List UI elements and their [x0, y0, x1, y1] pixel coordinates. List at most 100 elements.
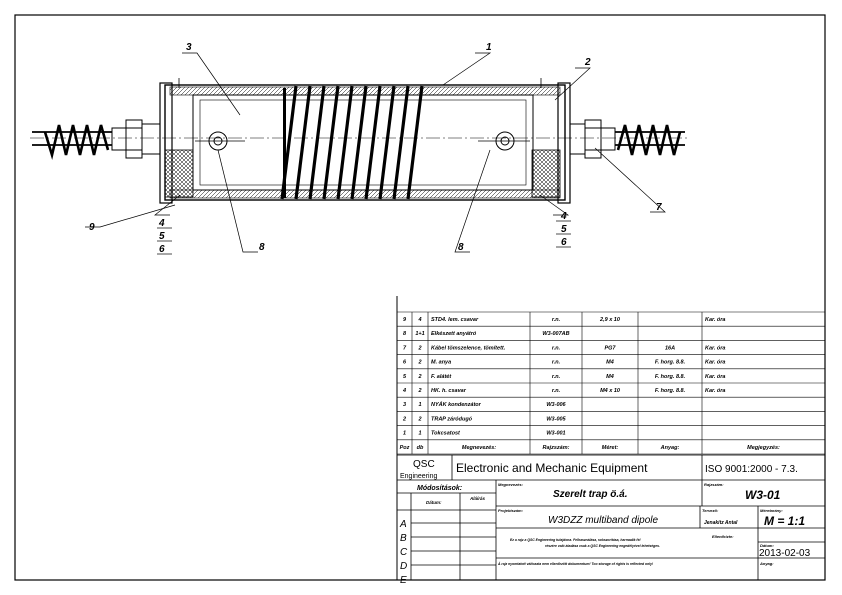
bom-cell-ref: W3-005: [546, 416, 566, 422]
bom-cell-name: Tokcsatost: [431, 431, 461, 437]
bom-header-ref: Rajzszám:: [543, 445, 570, 451]
bom-cell-qty: 1: [418, 402, 421, 408]
bom-cell-note: Kar. óra: [705, 345, 725, 351]
callout-4-left: 4: [158, 218, 165, 229]
bom-cell-ref: W3-006: [546, 402, 566, 408]
bom-header-qty: db: [417, 445, 424, 451]
callout-1: 1: [486, 42, 492, 53]
callout-6-right: 6: [561, 237, 567, 248]
bom-cell-pos: 2: [402, 416, 406, 422]
bom-cell-size: PG7: [604, 345, 616, 351]
title-block: QSC Engineering Electronic and Mechanic …: [396, 454, 826, 586]
bom-cell-name: TRAP záródugó: [431, 416, 473, 422]
bom-cell-size: M4: [606, 374, 614, 380]
bom-cell-note: Kar. óra: [705, 317, 725, 323]
copyright-line-3: Á rajz nyomtatott változata nem ellenőrz…: [497, 561, 654, 566]
bom-header-name: Megnevezés:: [462, 445, 496, 451]
company-subtitle: Engineering: [400, 473, 437, 480]
callout-3: 3: [186, 42, 192, 53]
bom-cell-mat: 16A: [665, 345, 675, 351]
main-title: Electronic and Mechanic Equipment: [456, 461, 648, 475]
revision-letter-c: C: [400, 547, 408, 558]
right-antenna-wire: [615, 124, 685, 156]
revision-letter-e: E: [400, 575, 407, 586]
bom-cell-ref: r.n.: [552, 374, 561, 380]
bom-cell-note: Kar. óra: [705, 388, 725, 394]
bom-cell-qty: 1: [418, 431, 421, 437]
bom-cell-name: NYÁK kondenzátor: [431, 401, 482, 408]
bom-cell-qty: 1+1: [415, 331, 424, 337]
bom-cell-mat: F. horg. 8.8.: [655, 360, 686, 366]
tube-body: [164, 84, 566, 201]
bom-cell-name: HK. h. csavar: [431, 388, 467, 394]
bom-cell-size: M4: [606, 360, 614, 366]
bom-cell-pos: 7: [403, 345, 407, 351]
trap-assembly-drawing: 1 2 3 4 5 6 4 5 6 7 8 8 9: [30, 42, 690, 255]
checker-label: Ellenőrizte:: [712, 534, 734, 539]
name-label: Megnevezés:: [498, 482, 524, 487]
project-label: Projektszám:: [498, 508, 524, 513]
bom-cell-mat: F. horg. 8.8.: [655, 374, 686, 380]
changes-label: Módosítások:: [417, 485, 462, 492]
callout-9: 9: [89, 222, 95, 233]
callout-2: 2: [584, 57, 591, 68]
bom-cell-qty: 4: [417, 317, 421, 323]
capacitor-pcb: [192, 94, 534, 191]
drawing-no-label: Rajzszám:: [704, 482, 724, 487]
date-value: 2013-02-03: [759, 548, 811, 559]
copyright-line-1: Ez a rajz a QSC Engineering tulajdona. F…: [510, 538, 640, 542]
revision-letter-a: A: [399, 519, 407, 530]
bom-cell-ref: r.n.: [552, 317, 561, 323]
scale-value: M = 1:1: [764, 514, 805, 528]
leader-lines: [85, 52, 666, 255]
copyright-line-2: részére való átadása csak a QSC Engineer…: [545, 544, 660, 548]
bom-cell-name: STD4. lem. csavar: [431, 317, 479, 323]
callout-numbers: 1 2 3 4 5 6 4 5 6 7 8 8 9: [89, 42, 662, 255]
callout-5-right: 5: [561, 224, 567, 235]
changes-sign-col: Aláírás: [469, 496, 486, 501]
designer-label: Tervezõ:: [702, 508, 719, 513]
bom-cell-name: F. alátét: [431, 374, 452, 380]
date-label: Dátum:: [760, 543, 774, 548]
bom-cell-name: M. anya: [431, 360, 451, 366]
bom-cell-note: Kar. óra: [705, 374, 725, 380]
left-antenna-wire: [32, 124, 112, 161]
bom-header-size: Méret:: [602, 445, 619, 451]
bill-of-materials: 9 4 STD4. lem. csavar r.n. 2,9 x 10 Kar. óra 8…: [396, 296, 826, 580]
callout-4-right: 4: [560, 211, 567, 222]
callout-7: 7: [656, 202, 662, 213]
bom-cell-qty: 2: [417, 360, 421, 366]
bom-cell-name: Kábel tömszelence, tömített.: [431, 345, 506, 351]
callout-8-left: 8: [259, 242, 265, 253]
bom-cell-qty: 2: [417, 416, 421, 422]
bom-cell-ref: r.n.: [552, 360, 561, 366]
designer-value: Jenakitz Antal: [704, 520, 738, 526]
bom-cell-pos: 9: [403, 317, 407, 323]
revision-letter-b: B: [400, 533, 407, 544]
coil-windings: [280, 85, 424, 200]
bom-cell-mat: F. horg. 8.8.: [655, 388, 686, 394]
bom-cell-name: Elkészett anyátró: [431, 331, 477, 337]
bom-cell-pos: 5: [403, 374, 407, 380]
name-value: Szerelt trap ö.á.: [553, 489, 627, 500]
revision-letter-d: D: [400, 561, 407, 572]
bom-cell-pos: 8: [403, 331, 407, 337]
bom-cell-ref: W3-007AB: [542, 331, 569, 337]
material-label: Anyag:: [759, 561, 774, 566]
bom-cell-pos: 4: [402, 388, 406, 394]
right-cable-gland: [569, 119, 616, 159]
changes-date-col: Dátum:: [426, 500, 442, 505]
bom-cell-pos: 1: [403, 431, 406, 437]
bom-cell-size: M4 x 10: [600, 388, 620, 394]
bom-cell-pos: 6: [403, 360, 407, 366]
standard-label: ISO 9001:2000 - 7.3.: [705, 464, 798, 475]
scale-label: Méretarány:: [760, 508, 783, 513]
bom-cell-size: 2,9 x 10: [599, 317, 620, 323]
bom-cell-ref: r.n.: [552, 388, 561, 394]
bom-cell-pos: 3: [403, 402, 406, 408]
left-cable-gland: [111, 119, 161, 159]
bom-header-pos: Poz: [400, 445, 410, 451]
callout-5-left: 5: [159, 231, 165, 242]
callout-8-right: 8: [458, 242, 464, 253]
